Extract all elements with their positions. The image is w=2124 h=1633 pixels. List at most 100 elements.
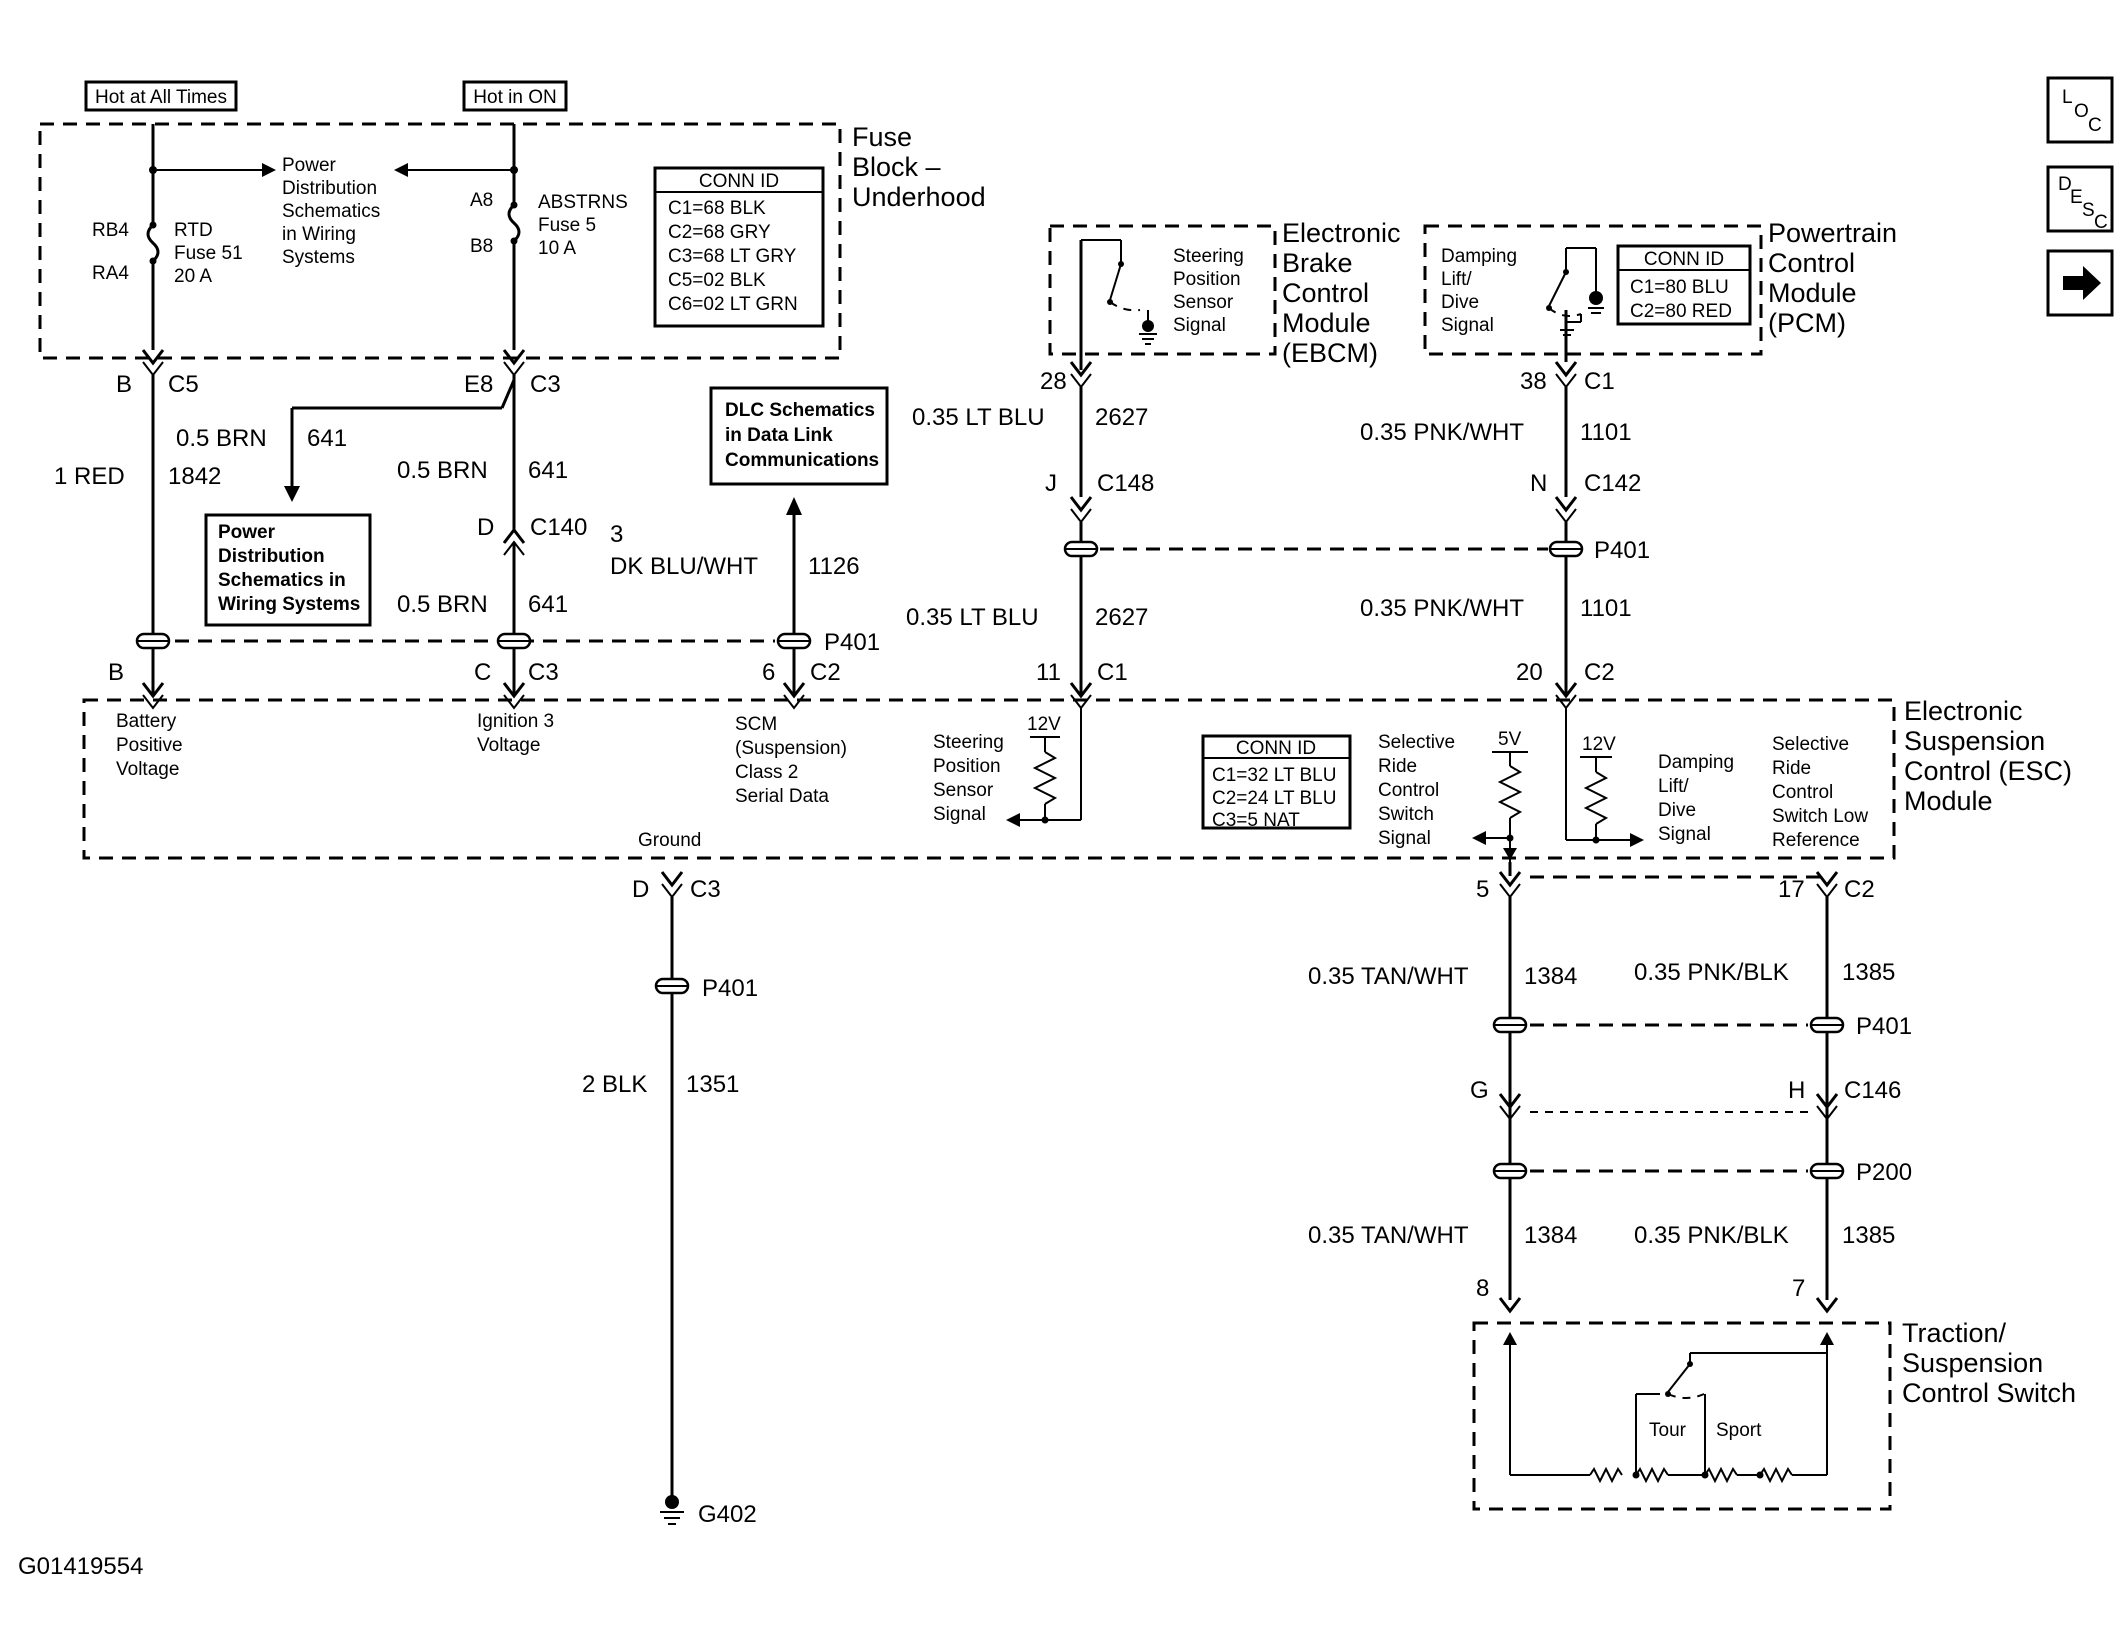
wire-0-35-pnk-blk-a: 0.35 PNK/BLK xyxy=(1634,959,1789,986)
e8-pin: E8 xyxy=(464,371,493,398)
svg-text:Distribution: Distribution xyxy=(282,178,377,199)
c142-pin-n: N xyxy=(1530,470,1547,497)
circuit-1384-a: 1384 xyxy=(1524,963,1577,990)
splice-p401-right-2 xyxy=(1548,540,1584,558)
svg-text:Fuse: Fuse xyxy=(852,122,912,152)
switch-pin-7: 7 xyxy=(1792,1275,1805,1302)
splice-p401-left-3 xyxy=(776,632,812,650)
svg-text:Module: Module xyxy=(1282,308,1371,338)
wire-0-35-pnk-blk-b: 0.35 PNK/BLK xyxy=(1634,1222,1789,1249)
wire-0-35-pnk-wht-b: 0.35 PNK/WHT xyxy=(1360,595,1524,622)
c148-pin-j: J xyxy=(1045,470,1057,497)
svg-text:Dive: Dive xyxy=(1441,292,1479,313)
svg-text:C2=80 RED: C2=80 RED xyxy=(1630,301,1732,322)
esc-battery-input: Battery Positive Voltage xyxy=(116,711,183,780)
svg-text:Control: Control xyxy=(1378,780,1439,801)
p200-label: P200 xyxy=(1856,1159,1912,1186)
esc-steering-pullup-resistor: 12V xyxy=(1006,708,1082,827)
p401-label-bottom: P401 xyxy=(1856,1013,1912,1040)
svg-text:Steering: Steering xyxy=(933,732,1004,753)
svg-text:Systems: Systems xyxy=(282,247,355,268)
esc-selective-ride-signal: Selective Ride Control Switch Signal xyxy=(1378,732,1455,849)
switch-sport-label: Sport xyxy=(1716,1420,1762,1441)
svg-text:Module: Module xyxy=(1768,278,1857,308)
svg-text:Underhood: Underhood xyxy=(852,182,986,212)
circuit-641-b: 641 xyxy=(528,457,568,484)
svg-text:Fuse 51: Fuse 51 xyxy=(174,243,243,264)
c146-connector: C146 xyxy=(1844,1077,1901,1104)
splice-p401-bottom-2 xyxy=(1809,1016,1845,1034)
circuit-1101-a: 1101 xyxy=(1580,419,1632,446)
svg-text:C2=68 GRY: C2=68 GRY xyxy=(668,222,771,243)
pin-3: 3 xyxy=(610,521,623,548)
svg-text:Signal: Signal xyxy=(933,804,986,825)
p401-label-right: P401 xyxy=(1594,537,1650,564)
figure-id: G01419554 xyxy=(18,1553,143,1580)
description-button[interactable]: D E S C xyxy=(2046,165,2114,233)
svg-text:Fuse 5: Fuse 5 xyxy=(538,215,596,236)
fuse-block-name: Fuse Block – Underhood xyxy=(852,122,986,212)
switch-tour-label: Tour xyxy=(1649,1420,1687,1441)
svg-text:Schematics: Schematics xyxy=(282,201,380,222)
hot-in-on-box xyxy=(462,80,568,112)
svg-text:RTD: RTD xyxy=(174,220,213,241)
esc-pin-6: 6 xyxy=(762,659,775,686)
svg-text:Ignition 3: Ignition 3 xyxy=(477,711,554,732)
svg-text:C5=02 BLK: C5=02 BLK xyxy=(668,270,766,291)
esc-damping-signal: Damping Lift/ Dive Signal xyxy=(1658,752,1734,845)
next-button[interactable] xyxy=(2046,249,2114,317)
svg-text:Control: Control xyxy=(1282,278,1369,308)
svg-text:Selective: Selective xyxy=(1772,734,1849,755)
a8-label: A8 xyxy=(470,190,493,211)
svg-text:in Data Link: in Data Link xyxy=(725,425,833,446)
hot-at-all-times-box xyxy=(84,80,238,112)
svg-text:Ride: Ride xyxy=(1772,758,1811,779)
c3-connector-top: C3 xyxy=(530,371,561,398)
splice-p401-left-2 xyxy=(496,632,532,650)
pcm-signal-label: Damping Lift/ Dive Signal xyxy=(1441,246,1517,336)
ebcm-signal-label: Steering Position Sensor Signal xyxy=(1173,246,1244,336)
svg-text:Power: Power xyxy=(218,522,276,543)
svg-text:Module: Module xyxy=(1904,786,1993,816)
c5-pin-b: B xyxy=(116,371,132,398)
svg-text:CONN ID: CONN ID xyxy=(1236,738,1316,759)
esc-scm-serial-data: SCM (Suspension) Class 2 Serial Data xyxy=(735,714,847,807)
svg-text:12V: 12V xyxy=(1027,714,1061,735)
svg-text:Control: Control xyxy=(1772,782,1833,803)
svg-text:Steering: Steering xyxy=(1173,246,1244,267)
svg-text:Lift/: Lift/ xyxy=(1658,776,1689,797)
ebcm-steering-sensor-switch xyxy=(1079,239,1157,350)
pcm-name: Powertrain Control Module (PCM) xyxy=(1768,218,1897,338)
svg-text:Brake: Brake xyxy=(1282,248,1353,278)
hot-in-on-label: Hot in ON xyxy=(473,87,556,108)
wire-0-5-brn-c: 0.5 BRN xyxy=(397,591,488,618)
location-button[interactable]: L O C xyxy=(2046,76,2114,144)
svg-text:O: O xyxy=(2074,101,2089,122)
c148-connector: C148 xyxy=(1097,470,1154,497)
p401-label-ground: P401 xyxy=(702,975,758,1002)
ebcm-pin-28: 28 xyxy=(1040,368,1067,395)
svg-text:Battery: Battery xyxy=(116,711,177,732)
splice-p401-right-1 xyxy=(1063,540,1099,558)
svg-text:Control Switch: Control Switch xyxy=(1902,1378,2076,1408)
svg-text:Selective: Selective xyxy=(1378,732,1455,753)
svg-text:Control: Control xyxy=(1768,248,1855,278)
svg-text:Traction/: Traction/ xyxy=(1902,1318,2007,1348)
svg-text:Power: Power xyxy=(282,155,337,176)
svg-text:Schematics in: Schematics in xyxy=(218,570,346,591)
esc-ignition-input: Ignition 3 Voltage xyxy=(477,711,554,756)
circuit-2627-a: 2627 xyxy=(1095,404,1148,431)
wire-0-35-tan-wht-a: 0.35 TAN/WHT xyxy=(1308,963,1469,990)
esc-steering-signal: Steering Position Sensor Signal xyxy=(933,732,1004,825)
svg-text:C2=24 LT BLU: C2=24 LT BLU xyxy=(1212,788,1336,809)
svg-text:Wiring Systems: Wiring Systems xyxy=(218,594,360,615)
power-distribution-ref-box: Power Distribution Schematics in Wiring … xyxy=(204,513,372,627)
svg-text:(EBCM): (EBCM) xyxy=(1282,338,1378,368)
svg-text:Class 2: Class 2 xyxy=(735,762,798,783)
switch-pin-8: 8 xyxy=(1476,1275,1489,1302)
svg-text:CONN ID: CONN ID xyxy=(1644,249,1724,270)
esc-c3-connector: C3 xyxy=(528,659,559,686)
wire-dk-blu-wht: DK BLU/WHT xyxy=(610,553,758,580)
b8-label: B8 xyxy=(470,236,493,257)
wire-0-5-brn-a: 0.5 BRN xyxy=(176,425,267,452)
